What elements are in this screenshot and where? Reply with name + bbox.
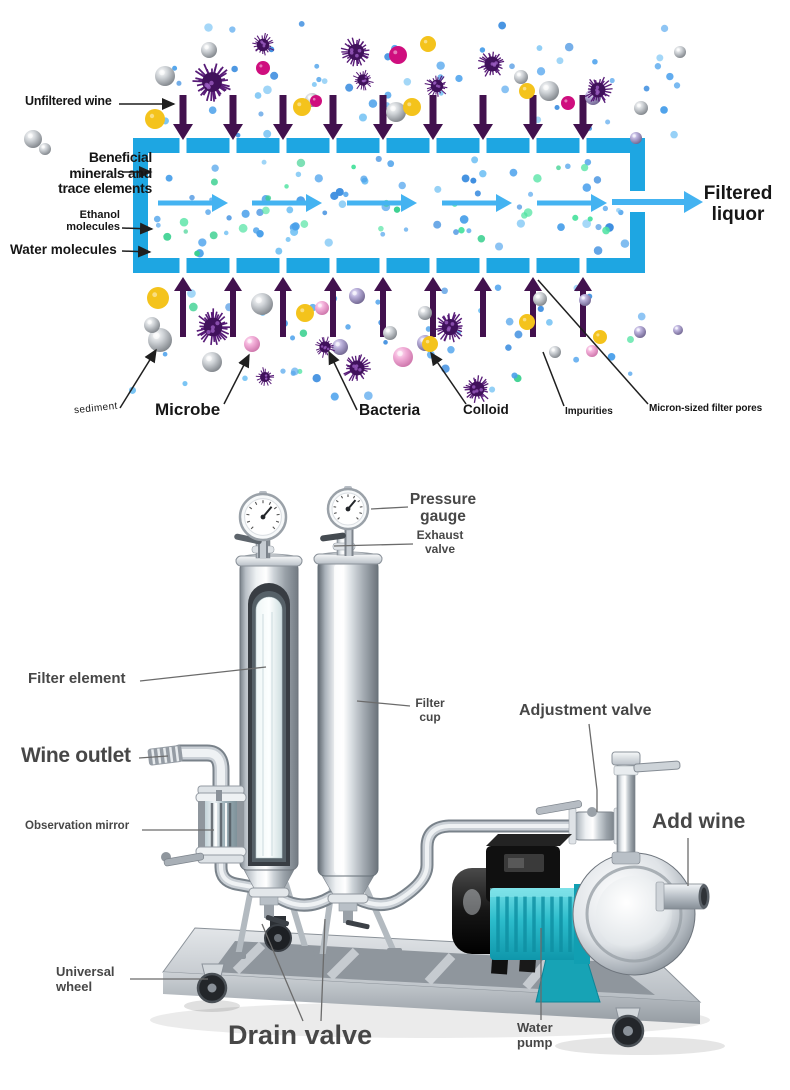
label-filter-cup: Filter cup (415, 696, 445, 724)
equipment-graphic (130, 486, 725, 1055)
label-universal-wheel: Universal wheel (56, 964, 115, 994)
drain-valve-left (265, 915, 290, 927)
observation-mirror-glass (198, 801, 244, 849)
process-piping (171, 744, 583, 912)
label-micron-pores: Micron-sized filter pores (649, 403, 763, 414)
label-observation-mirror: Observation mirror (25, 820, 130, 832)
label-filtered-liquor: Filtered liquor (703, 183, 773, 225)
filter-cup-housing (313, 537, 383, 877)
hose-barb (147, 745, 183, 766)
label-microbe: Microbe (155, 400, 221, 419)
pressure-gauge-right (320, 486, 370, 556)
label-bacteria: Bacteria (359, 402, 421, 419)
label-pressure-gauge: Pressure gauge (409, 491, 477, 525)
filtered-liquor-arrow (612, 191, 703, 213)
label-filter-element: Filter element (28, 670, 126, 687)
bottom-feed-arrows (174, 277, 592, 337)
membrane-channel-graphic (133, 137, 646, 274)
permeate-flow-arrows (158, 194, 607, 212)
label-wine-outlet: Wine outlet (21, 744, 131, 767)
top-leader-lines (119, 98, 649, 411)
water-pump-unit (452, 834, 710, 1003)
label-unfiltered-wine: Unfiltered wine (25, 94, 112, 108)
add-wine-riser-pipe (611, 751, 681, 875)
filter-element-candle (255, 596, 283, 859)
exhaust-valve-right (320, 532, 346, 542)
wine-outlet-assembly (147, 745, 247, 867)
feed-molecule-dots (150, 20, 681, 139)
label-water-molecules: Water molecules (10, 242, 117, 257)
label-add-wine: Add wine (652, 810, 746, 833)
right-caster-wheel (611, 1007, 645, 1048)
adjustment-valve-lever (535, 800, 583, 815)
left-caster-wheel (196, 963, 228, 1004)
adjustment-valve-assembly (535, 800, 622, 845)
filter-housing-cutaway (235, 539, 303, 871)
label-colloid: Colloid (463, 402, 509, 417)
label-beneficial-minerals: Beneficial minerals and trace elements (58, 149, 152, 196)
feed-flow-arrows (173, 95, 593, 140)
label-adjustment-valve: Adjustment valve (519, 702, 652, 719)
housing-bottoms (241, 865, 377, 930)
drain-valve-right (345, 919, 370, 930)
permeate-molecule-dots (153, 155, 630, 258)
pressure-gauge-left (234, 491, 288, 558)
exhaust-valve-left (234, 533, 262, 545)
equipment-leader-lines (130, 506, 689, 1022)
retentate-molecule-dots (128, 282, 646, 401)
leg-feet (231, 946, 402, 961)
label-ethanol-molecules: Ethanol molecules (66, 209, 120, 233)
label-impurities: Impurities (565, 406, 613, 417)
label-drain-valve: Drain valve (228, 1020, 373, 1050)
label-water-pump: Water pump (517, 1020, 553, 1050)
mirror-valve-lever (163, 852, 205, 867)
add-wine-inlet-spout (655, 881, 710, 912)
membrane-pores (179, 137, 587, 274)
riser-handle (633, 760, 681, 773)
label-exhaust-valve: Exhaust valve (416, 528, 464, 556)
particle-graphics (24, 32, 686, 404)
